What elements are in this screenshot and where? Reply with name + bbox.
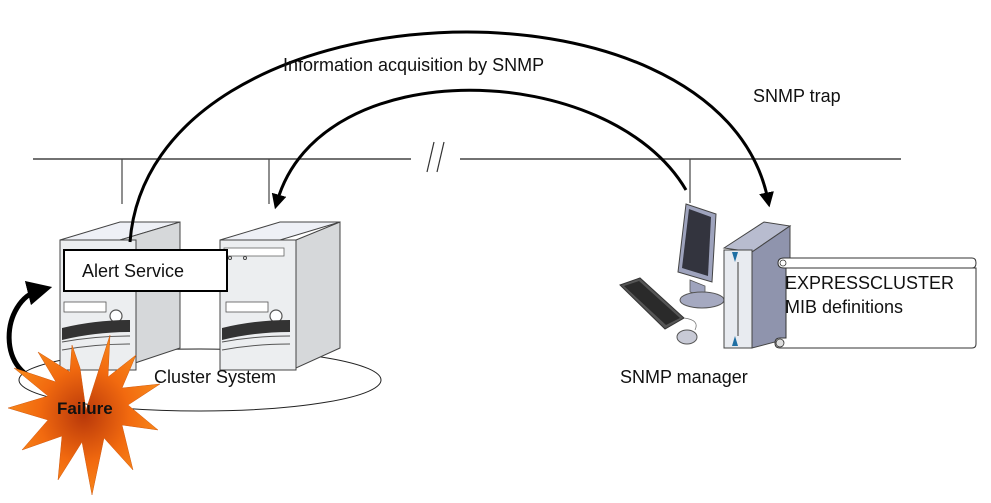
snmp-trap-arrow	[128, 30, 774, 243]
snmp-manager-label: SNMP manager	[620, 367, 748, 387]
network-line	[33, 141, 901, 204]
snmp-trap-label: SNMP trap	[753, 86, 841, 106]
network-break-marker	[426, 141, 445, 173]
mib-definitions-scroll	[774, 257, 977, 349]
mib-line-1: EXPRESSCLUSTER	[785, 273, 955, 293]
server-1-icon	[59, 221, 181, 371]
snmp-manager-icon	[619, 203, 792, 349]
mib-definitions-text: EXPRESSCLUSTER MIB definitions	[785, 271, 954, 319]
server-2-icon	[219, 221, 341, 371]
info-acquisition-label: Information acquisition by SNMP	[283, 55, 545, 75]
failure-starburst	[7, 334, 161, 496]
info-acquisition-arrow	[271, 88, 688, 210]
cluster-system-label: Cluster System	[154, 367, 277, 387]
mib-line-2: MIB definitions	[785, 297, 904, 317]
alert-service-box: Alert Service	[63, 249, 228, 292]
failure-label: Failure	[57, 399, 113, 418]
